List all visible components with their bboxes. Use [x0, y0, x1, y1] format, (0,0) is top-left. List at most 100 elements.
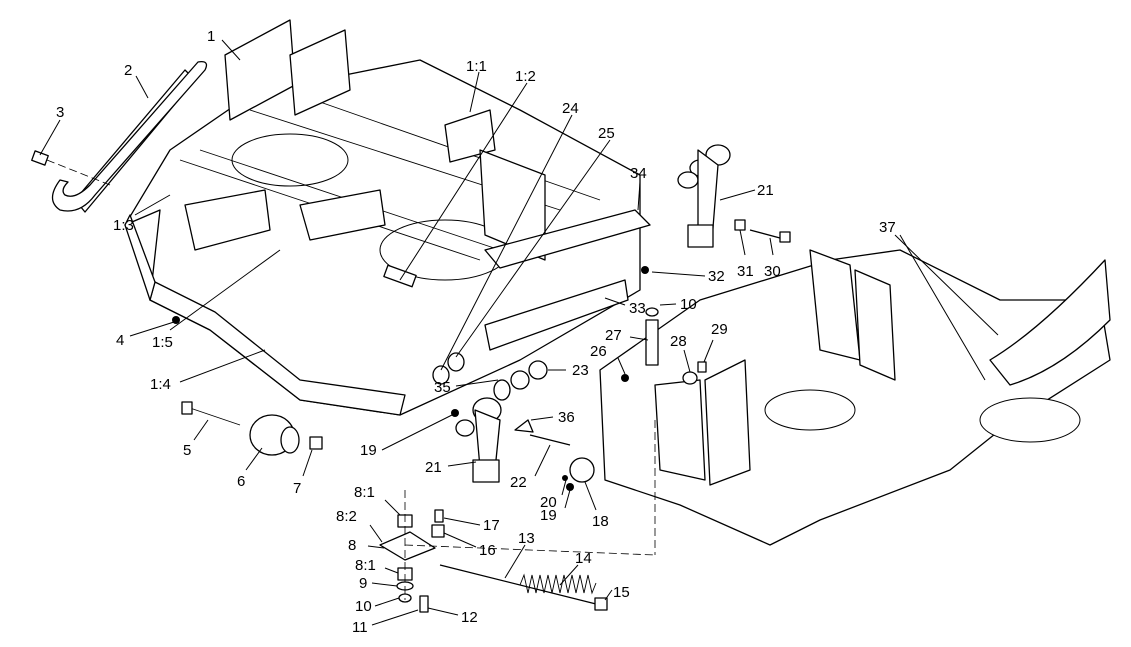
- arm-lower-clevis: [472, 459, 500, 483]
- callout-9: 9: [359, 575, 367, 592]
- leader-20: [561, 479, 567, 496]
- clip-36: [514, 419, 534, 433]
- tractor-frame: [562, 249, 1111, 546]
- leader-29: [703, 339, 714, 363]
- deck-bracket-mid: [299, 189, 386, 241]
- callout-14: 14: [575, 550, 592, 567]
- callout-37: 37: [879, 219, 896, 236]
- callout-1-1: 1:1: [466, 58, 487, 75]
- callout-36: 36: [558, 409, 575, 426]
- leader-2: [135, 75, 149, 99]
- callout-19b: 19: [540, 507, 557, 524]
- leader-34: [637, 181, 641, 211]
- leader-35: [455, 379, 499, 387]
- pivot-housing: [479, 149, 546, 261]
- bracket-8: [379, 531, 436, 561]
- leader-32: [651, 271, 706, 277]
- leader-5: [193, 419, 209, 441]
- arm-washer-b: [677, 171, 699, 189]
- leader-21a: [719, 189, 756, 201]
- leader-1-1: [469, 71, 480, 113]
- frame-panel-37: [989, 259, 1111, 386]
- roller-assembly: [172, 316, 323, 456]
- spring-assembly: [379, 420, 656, 613]
- bolt-3: [31, 150, 49, 166]
- deck-label-plate: [383, 264, 417, 288]
- leader-30: [769, 237, 774, 256]
- pin-17: [434, 509, 444, 523]
- side-rail-assembly: [432, 209, 651, 401]
- leader-27: [629, 336, 649, 341]
- callout-1-5: 1:5: [152, 334, 173, 351]
- callout-29: 29: [711, 321, 728, 338]
- channel-33: [484, 279, 629, 351]
- leader-4: [129, 321, 175, 337]
- callout-1: 1: [207, 28, 215, 45]
- callout-18: 18: [592, 513, 609, 530]
- pin-27: [645, 319, 659, 366]
- callout-25: 25: [598, 125, 615, 142]
- leader-24: [440, 114, 573, 371]
- callout-32: 32: [708, 268, 725, 285]
- leader-37b: [899, 234, 986, 381]
- callout-7: 7: [293, 480, 301, 497]
- callout-6: 6: [237, 473, 245, 490]
- leader-25: [455, 139, 611, 358]
- callout-12: 12: [461, 609, 478, 626]
- leader-6: [245, 447, 263, 471]
- callout-19a: 19: [360, 442, 377, 459]
- leader-37a: [894, 234, 999, 336]
- arm-upper-21: [677, 144, 791, 248]
- leader-18: [584, 481, 597, 511]
- spring-14: [519, 573, 597, 595]
- deck-drawing: [124, 19, 641, 416]
- callout-labels: 1 2 3 1:1 1:2 24 25 34 21 37 1:3 31 30 3…: [56, 28, 896, 636]
- bushing-18: [569, 457, 595, 483]
- deck-bracket-left: [184, 189, 271, 251]
- callout-17: 17: [483, 517, 500, 534]
- leader-36: [530, 416, 554, 421]
- callout-3: 3: [56, 104, 64, 121]
- callout-13: 13: [518, 530, 535, 547]
- callout-35: 35: [434, 379, 451, 396]
- bracket-1-1: [444, 109, 496, 163]
- callout-11: 11: [352, 619, 368, 636]
- leader-26: [617, 357, 626, 375]
- callout-30: 30: [764, 263, 781, 280]
- leader-8-2: [369, 524, 383, 543]
- callout-31: 31: [737, 263, 754, 280]
- leader-17: [443, 517, 481, 526]
- spacer-31: [734, 219, 746, 231]
- leader-12: [427, 607, 459, 616]
- leader-8: [367, 545, 385, 549]
- leader-10a: [659, 303, 677, 306]
- callout-23: 23: [572, 362, 589, 379]
- leader-15: [604, 589, 613, 601]
- washer-23a: [510, 370, 530, 390]
- washer-10a: [645, 307, 659, 317]
- frame-upright-mid: [704, 359, 751, 486]
- bolt-30-head: [779, 231, 791, 243]
- washer-24: [432, 365, 450, 385]
- leader-1-3: [134, 194, 171, 216]
- arm-lower-21: [451, 397, 571, 483]
- callout-34: 34: [630, 165, 647, 182]
- leader-1-2: [399, 82, 528, 281]
- callout-28: 28: [670, 333, 687, 350]
- callout-33: 33: [629, 300, 646, 317]
- nut-19b: [566, 483, 574, 491]
- bumper-and-bar: [31, 61, 208, 213]
- leader-19b: [564, 489, 571, 509]
- callout-8: 8: [348, 537, 356, 554]
- frame-tower-2: [854, 269, 896, 381]
- bolt-5-shaft: [189, 407, 241, 426]
- deck-side-skirt: [124, 214, 156, 301]
- leader-1: [221, 39, 241, 61]
- leader-1-4: [179, 349, 266, 383]
- leader-22: [534, 444, 551, 477]
- frame-hole-a: [764, 389, 856, 431]
- roller-6-end: [280, 426, 300, 454]
- callout-27: 27: [605, 327, 622, 344]
- rail-34: [484, 209, 651, 269]
